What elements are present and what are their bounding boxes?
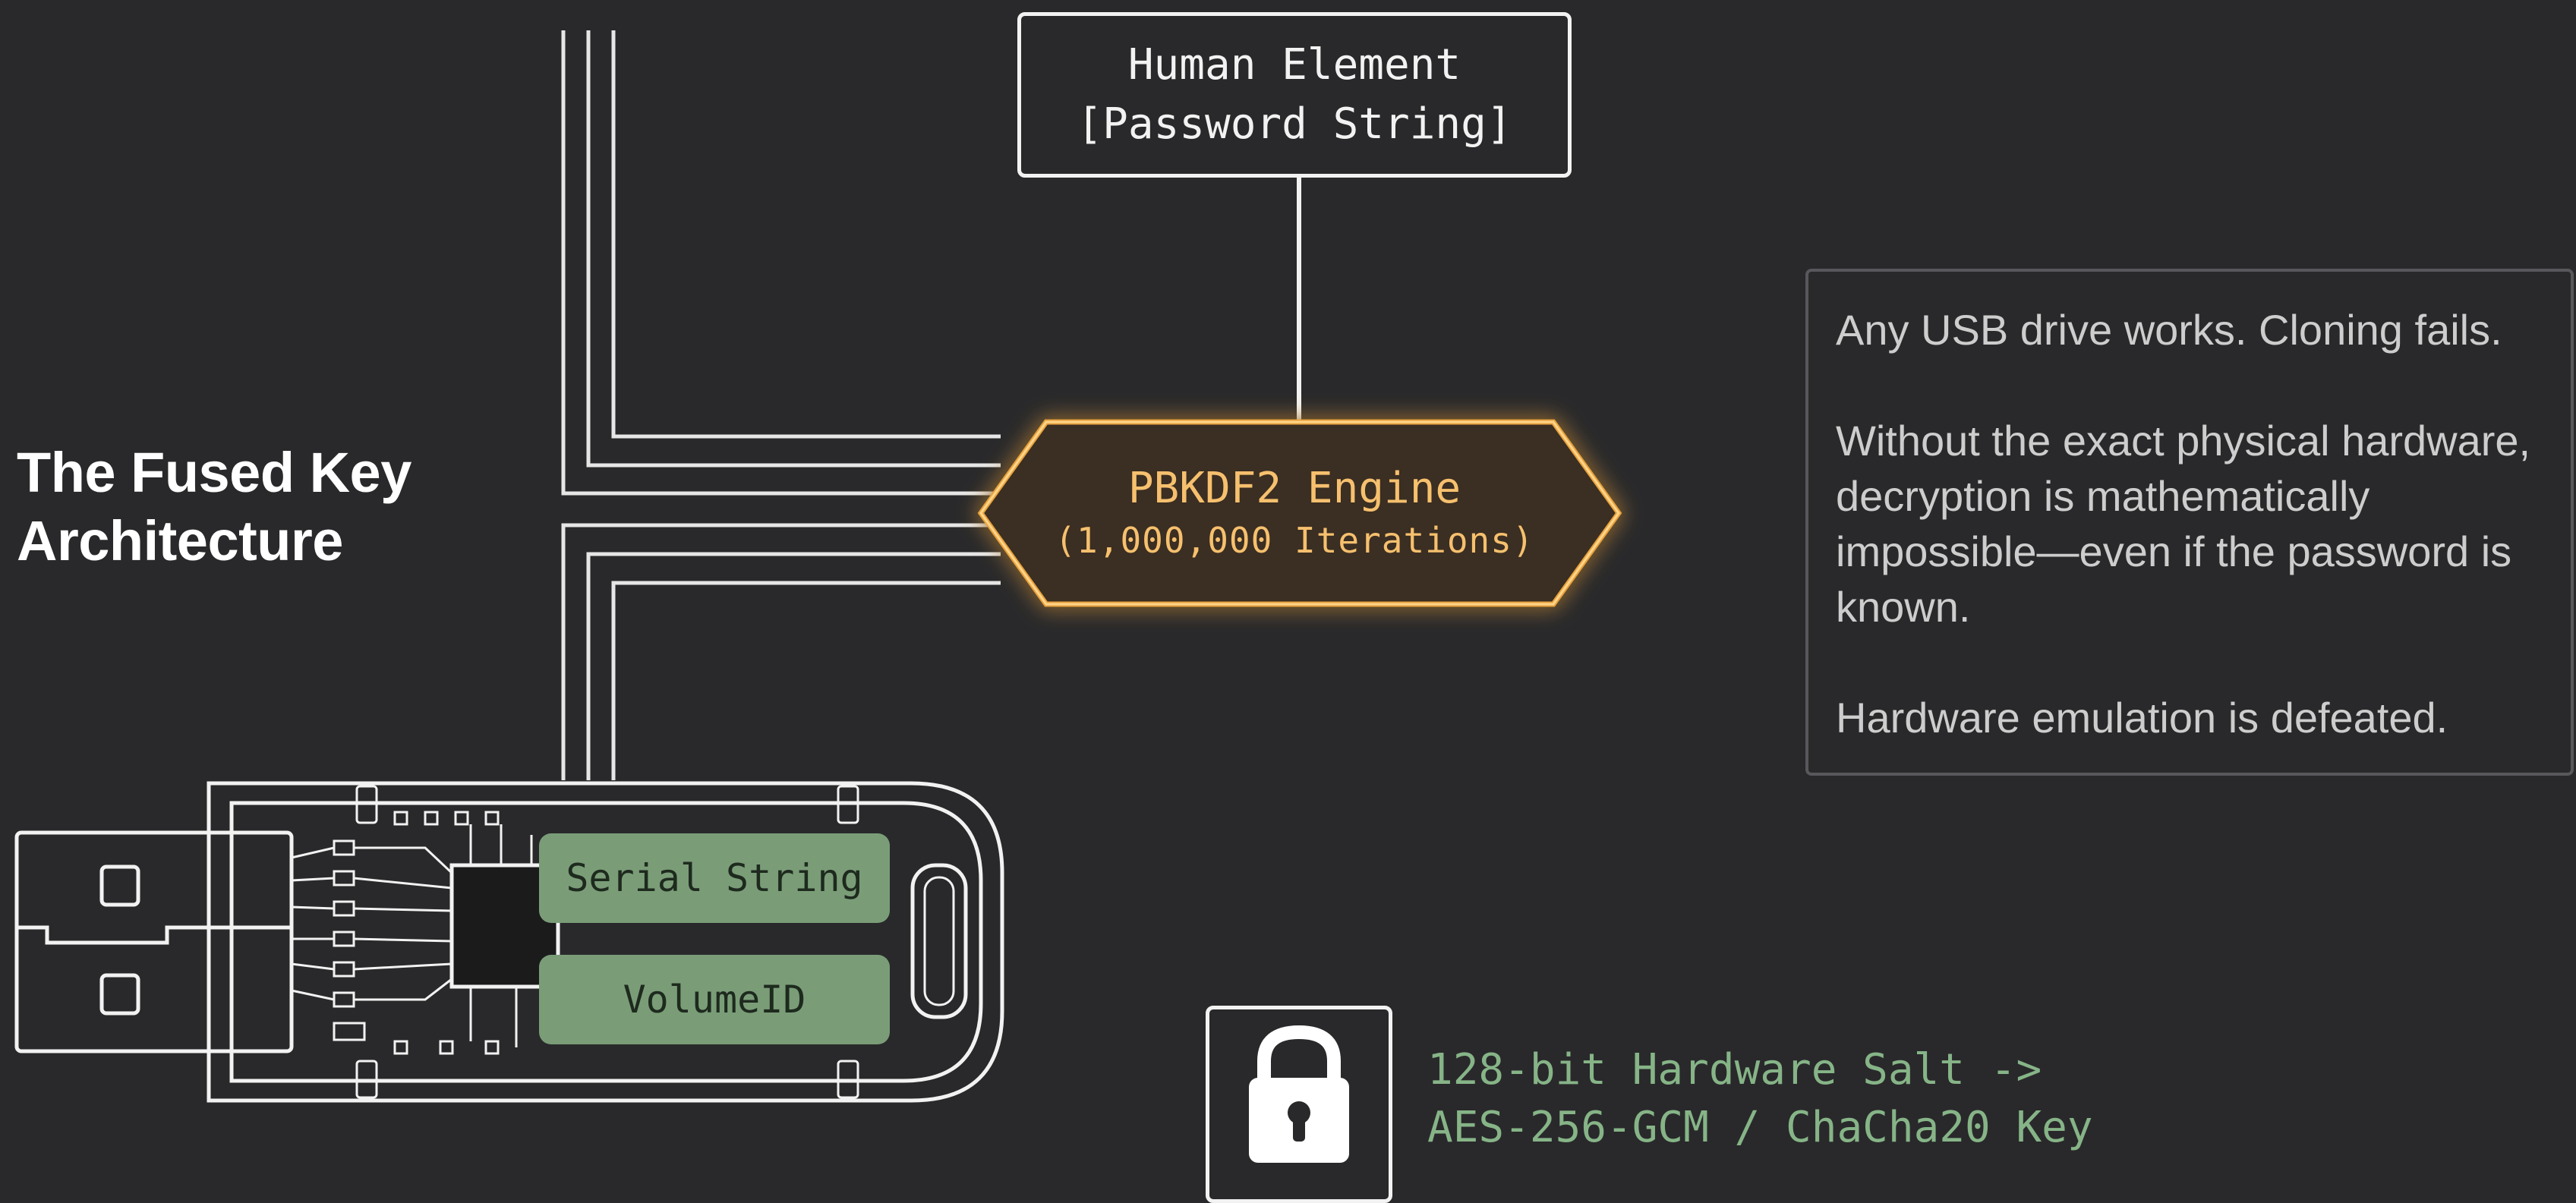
upper-data-wires [561, 30, 1001, 496]
diagram-title: The Fused Key Architecture [17, 439, 411, 575]
lock-box [1206, 1006, 1392, 1203]
usb-drive-icon [14, 781, 1004, 1103]
usb-body-inner [229, 801, 983, 1083]
info-callout: Any USB drive works. Cloning fails. With… [1805, 269, 2574, 776]
human-element-label: Human Element [1127, 40, 1461, 90]
engine-iterations: (1,000,000 Iterations) [1055, 520, 1534, 561]
serial-string-chip: Serial String [539, 833, 890, 923]
cipher-key-line: AES-256-GCM / ChaCha20 Key [1427, 1103, 2093, 1152]
usb-body-outer [207, 781, 1004, 1103]
derived-key-label: 128-bit Hardware Salt -> AES-256-GCM / C… [1427, 1041, 2093, 1157]
pbkdf2-engine-label: PBKDF2 Engine (1,000,000 Iterations) [979, 452, 1610, 574]
human-element-box: Human Element [Password String] [1017, 12, 1572, 178]
info-paragraph-1: Any USB drive works. Cloning fails. [1836, 306, 2502, 354]
password-string-label: [Password String] [1077, 99, 1512, 149]
info-paragraph-2: Without the exact physical hardware, dec… [1836, 417, 2531, 631]
volume-id-chip: VolumeID [539, 955, 890, 1044]
title-line-2: Architecture [17, 509, 343, 572]
info-paragraph-3: Hardware emulation is defeated. [1836, 694, 2448, 742]
lower-data-wires [561, 523, 1001, 780]
engine-name: PBKDF2 Engine [1127, 464, 1461, 513]
hardware-salt-line: 128-bit Hardware Salt -> [1427, 1045, 2042, 1094]
title-line-1: The Fused Key [17, 441, 411, 504]
pbkdf2-engine-hexagon [977, 419, 1622, 607]
usb-plug [14, 830, 294, 1053]
lanyard-slot [910, 863, 968, 1019]
